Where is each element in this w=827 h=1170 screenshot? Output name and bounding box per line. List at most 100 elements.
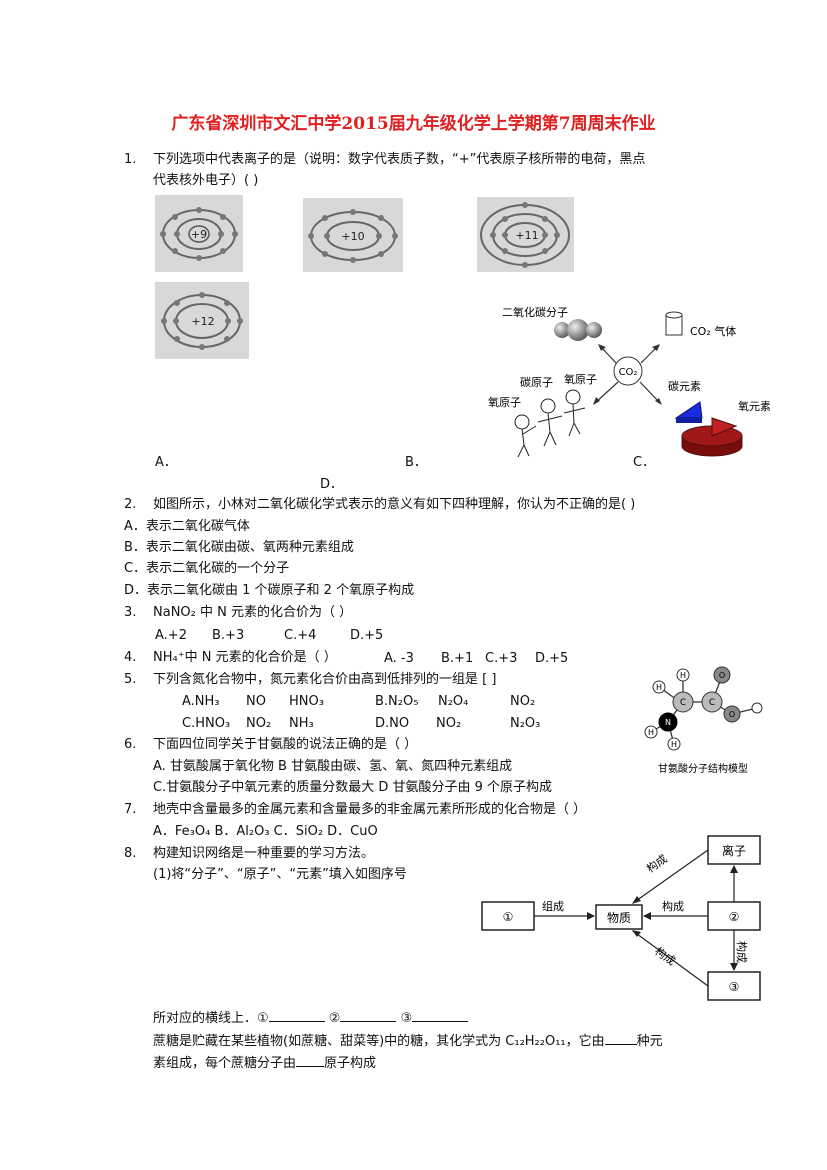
blank-2-label: ② [328,1011,341,1026]
q4-option-c: C.+3 [485,651,518,666]
atom-n: N [665,718,671,727]
node-3: ③ [729,980,740,994]
label-oxygen-element: 氧元素 [738,399,770,413]
atom-h: H [680,671,686,680]
edge-construct-2: 构成 [662,899,684,913]
q8-sub1: (1)将“分子”、“原子”、“元素”填入如图序号 [153,867,407,882]
atom-c: C [680,698,686,708]
q5-c-2: NO₂ [246,716,272,731]
label-carbon-element: 碳元素 [668,379,701,393]
atom-o: O [719,671,725,680]
q7-options: A．Fe₃O₄ B．Al₂O₃ C．SiO₂ D．CuO [153,824,378,839]
q6-options-cd: C.甘氨酸分子中氧元素的质量分数最大 D 甘氨酸分子由 9 个原子构成 [153,780,553,795]
nucleus-label: +9 [191,228,207,241]
q4-number: 4. [124,650,137,665]
blank-element-count[interactable] [604,1031,637,1045]
sucrose-text-3: 素组成，每个蔗糖分子由 [153,1056,297,1071]
label-oxygen-atom-left: 氧原子 [488,395,521,409]
q3-stem: NaNO₂ 中 N 元素的化合价为（ ） [153,605,353,620]
q5-d-2: NO₂ [436,716,462,731]
edge-construct-1: 构成 [644,851,670,875]
q6-options-ab: A. 甘氨酸属于氧化物 B 甘氨酸由碳、氢、氧、氮四种元素组成 [153,759,513,774]
atom-o: O [729,710,735,719]
q5-c-1: C.HNO₃ [182,716,231,731]
nucleus-label: +12 [191,315,214,328]
nucleus-label: +10 [341,230,364,243]
node-matter: 物质 [607,911,631,925]
sucrose-text-2: 种元 [636,1034,663,1049]
sucrose-text-4: 原子构成 [324,1056,377,1071]
q3-option-d: D.+5 [350,628,384,643]
q3-option-a: A.+2 [155,628,187,643]
blank-1[interactable] [268,1008,325,1022]
q2-option-a: A．表示二氧化碳气体 [124,519,250,534]
q8-blanks-line: 所对应的横线上．① ② ③ [153,1008,469,1027]
atom-h: H [648,728,654,737]
node-2: ② [729,910,740,924]
label-co2-molecule: 二氧化碳分子 [502,305,568,319]
q8-sucrose-line2: 素组成，每个蔗糖分子由 原子构成 [153,1053,376,1072]
page-title: 广东省深圳市文汇中学2015届九年级化学上学期第7周周末作业 [171,114,656,134]
q5-a-3: HNO₃ [289,694,324,709]
blank-2[interactable] [340,1008,397,1022]
q6-stem: 下面四位同学关于甘氨酸的说法正确的是（ ） [153,737,418,752]
q5-a-1: A.NH₃ [182,694,220,709]
q5-b-2: N₂O₄ [438,694,469,709]
q5-a-2: NO [246,694,266,709]
blank-3-label: ③ [400,1011,413,1026]
label-oxygen-atom-right: 氧原子 [564,372,597,386]
q5-b-3: NO₂ [510,694,536,709]
q5-d-1: D.NO [375,716,410,731]
blank-3[interactable] [412,1008,469,1022]
q7-number: 7. [124,802,137,817]
glycine-caption: 甘氨酸分子结构模型 [658,762,748,775]
q1-number: 1. [124,152,137,167]
q2-option-d: D．表示二氧化碳由 1 个碳原子和 2 个氧原子构成 [124,583,415,598]
q2-option-c: C．表示二氧化碳的一个分子 [124,561,290,576]
q8-stem: 构建知识网络是一种重要的学习方法。 [153,846,375,861]
q2-number: 2. [124,497,137,512]
q3-number: 3. [124,605,137,620]
q4-option-b: B.+1 [441,651,474,666]
q5-c-3: NH₃ [289,716,314,731]
atom-diagram-11: +11 [477,197,574,272]
blank-atom-count[interactable] [296,1053,325,1067]
q7-stem: 地壳中含量最多的金属元素和含量最多的非金属元素所形成的化合物是（ ） [153,802,587,817]
label-carbon-atom: 碳原子 [520,375,553,389]
q4-stem: NH₄⁺中 N 元素的化合价是（ ） [153,650,337,665]
edge-construct-4: 构成 [735,941,749,963]
q8-sucrose-line1: 蔗糖是贮藏在某些植物(如蔗糖、甜菜等)中的糖，其化学式为 C₁₂H₂₂O₁₁，它… [153,1031,663,1050]
q1-option-b: B． [405,455,427,470]
q1-stem-line2: 代表核外电子）( ) [153,173,259,188]
atom-diagram-10: +10 [303,198,403,272]
q4-option-a: A. -3 [384,651,414,666]
knowledge-network-diagram: 离子 ① 物质 ② ③ 组成 构成 构成 构成 构成 [481,835,761,1001]
q3-option-c: C.+4 [284,628,317,643]
q2-option-b: B．表示二氧化碳由碳、氧两种元素组成 [124,540,354,555]
nucleus-label: +11 [515,229,538,242]
label-co2-gas: CO₂ 气体 [690,324,736,338]
q2-stem: 如图所示，小林对二氧化碳化学式表示的意义有如下四种理解，你认为不正确的是( ) [153,497,636,512]
q8-number: 8. [124,846,137,861]
q5-b-1: B.N₂O₅ [375,694,419,709]
atom-h: H [671,740,677,749]
q3-option-b: B.+3 [212,628,245,643]
atom-c: C [709,698,715,708]
co2-meaning-diagram: 二氧化碳分子 CO₂ 气体 CO₂ 碳原子 氧原子 氧原子 碳元素 氧元素 [488,305,770,458]
atom-h: H [656,683,662,692]
glycine-model: H H C C O O N H H 甘氨酸分子结构模型 [644,666,763,775]
atom-diagram-12: +12 [155,282,249,359]
q1-option-d: D． [320,477,344,492]
q6-number: 6. [124,737,137,752]
q5-number: 5. [124,672,137,687]
q5-d-3: N₂O₃ [510,716,541,731]
q8-line-label: 所对应的横线上．① [153,1011,269,1026]
label-center-co2: CO₂ [619,367,638,378]
node-ion: 离子 [722,843,746,858]
q5-stem: 下列含氮化合物中，氮元素化合价由高到低排列的一组是 [ ] [153,672,497,687]
q1-stem-line1: 下列选项中代表离子的是（说明：数字代表质子数，“+”代表原子核所带的电荷，黑点 [153,152,646,167]
atom-diagram-9: +9 [155,195,243,272]
q1-option-c: C． [633,455,656,470]
node-1: ① [503,910,514,924]
edge-compose: 组成 [542,899,564,913]
